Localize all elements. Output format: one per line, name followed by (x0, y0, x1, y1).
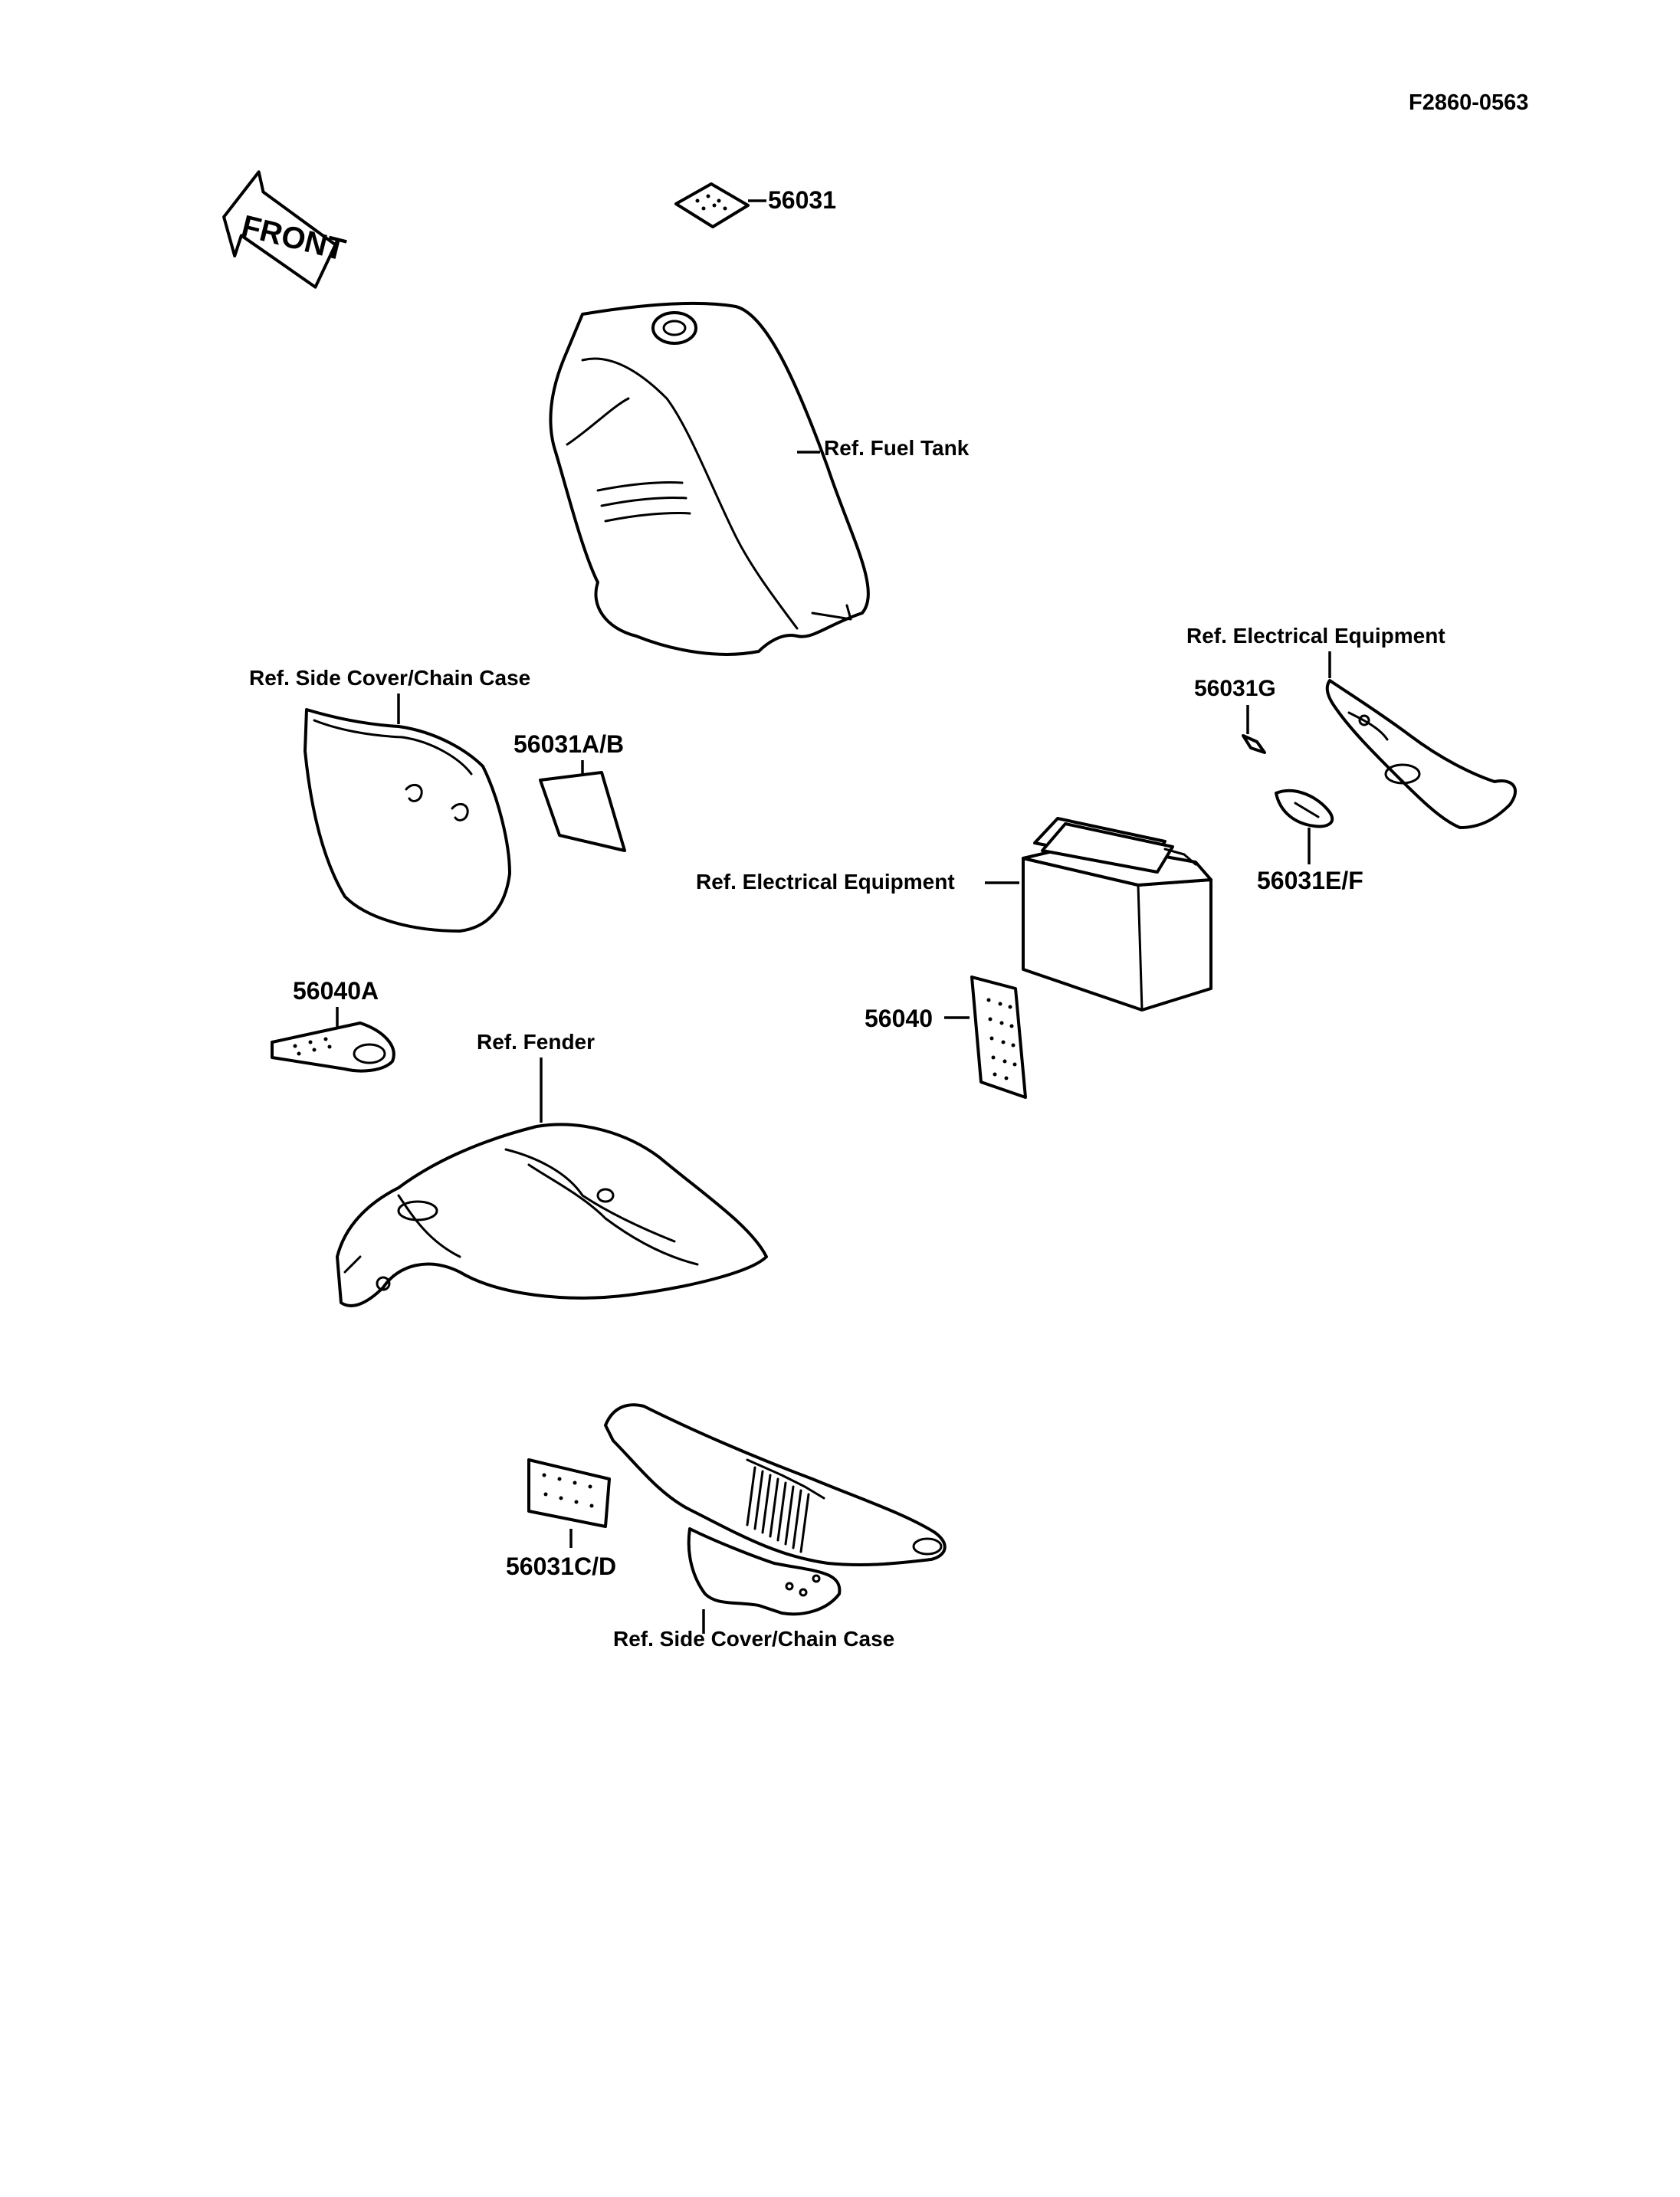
chain-case (604, 1403, 947, 1616)
electrical-bracket (1325, 679, 1518, 829)
decal-56031AB-icon (539, 771, 626, 852)
part-number-56031G: 56031G (1194, 676, 1276, 701)
battery (1022, 817, 1212, 1012)
part-number-56040A: 56040A (293, 977, 379, 1005)
decal-56031G-icon (1242, 734, 1266, 754)
decal-56031EF-icon (1275, 789, 1334, 828)
side-cover-top (304, 708, 511, 933)
part-number-56031CD: 56031C/D (506, 1553, 616, 1580)
label-side-cover-top: Ref. Side Cover/Chain Case (249, 666, 530, 690)
diagram-id: F2860-0563 (1409, 90, 1528, 115)
part-number-56040: 56040 (865, 1005, 933, 1032)
label-electrical-top: Ref. Electrical Equipment (1186, 624, 1445, 648)
label-side-cover-bottom: Ref. Side Cover/Chain Case (613, 1627, 894, 1651)
decal-56040A-icon (271, 1021, 395, 1073)
front-arrow-icon: FRONT (222, 170, 349, 289)
decal-56040-icon (970, 976, 1027, 1099)
decal-56031-icon (674, 182, 766, 228)
part-number-56031AB: 56031A/B (514, 730, 624, 758)
label-fender: Ref. Fender (477, 1030, 595, 1054)
part-number-56031EF: 56031E/F (1257, 867, 1363, 894)
part-number-56031: 56031 (768, 186, 836, 214)
label-electrical-battery: Ref. Electrical Equipment (696, 870, 955, 894)
fuel-tank (549, 301, 870, 656)
label-fuel-tank: Ref. Fuel Tank (824, 436, 970, 460)
fender (336, 1123, 768, 1307)
decal-56031CD-icon (527, 1458, 611, 1528)
